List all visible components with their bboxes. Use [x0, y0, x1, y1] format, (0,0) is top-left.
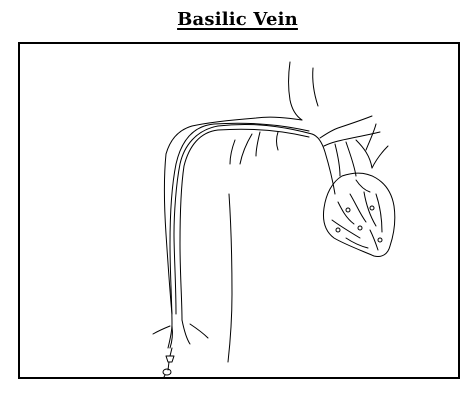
catheter-hub: [163, 348, 174, 377]
figure-title: Basilic Vein: [0, 9, 475, 30]
anatomy-illustration: [20, 44, 458, 377]
great-vessels: [320, 116, 388, 176]
illustration-frame: [18, 42, 460, 379]
body-outline: [165, 62, 319, 362]
catheter-line: [174, 124, 335, 314]
shoulder-branches: [230, 132, 278, 164]
forearm-branches: [153, 320, 208, 348]
heart: [323, 173, 394, 256]
basilic-vein: [168, 123, 309, 348]
